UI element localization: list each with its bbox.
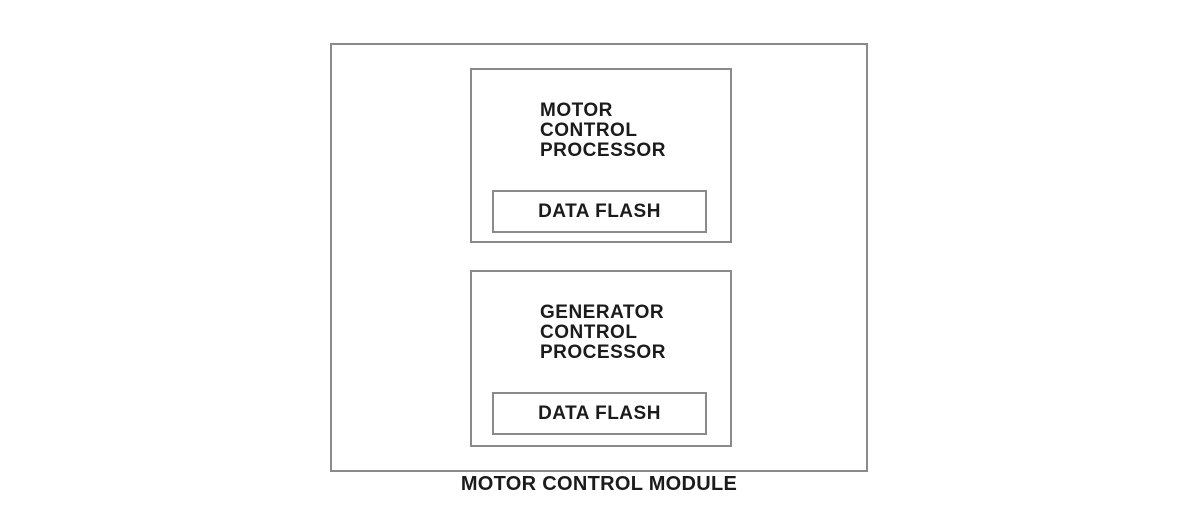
data-flash-box: DATA FLASH xyxy=(492,392,707,435)
motor-control-processor-box: MOTOR CONTROL PROCESSOR DATA FLASH xyxy=(470,68,732,243)
generator-control-processor-title: GENERATOR CONTROL PROCESSOR xyxy=(540,303,666,363)
motor-control-processor-title: MOTOR CONTROL PROCESSOR xyxy=(540,101,666,161)
data-flash-label: DATA FLASH xyxy=(538,200,661,222)
title-line: PROCESSOR xyxy=(540,140,666,161)
generator-control-processor-box: GENERATOR CONTROL PROCESSOR DATA FLASH xyxy=(470,270,732,447)
data-flash-label: DATA FLASH xyxy=(538,402,661,424)
title-line: GENERATOR xyxy=(540,302,665,323)
title-line: CONTROL xyxy=(540,322,638,343)
motor-control-module-box: MOTOR CONTROL PROCESSOR DATA FLASH GENER… xyxy=(330,43,868,472)
title-line: MOTOR xyxy=(540,100,613,121)
title-line: PROCESSOR xyxy=(540,342,666,363)
diagram-caption: MOTOR CONTROL MODULE xyxy=(460,473,738,495)
data-flash-box: DATA FLASH xyxy=(492,190,707,233)
title-line: CONTROL xyxy=(540,120,638,141)
